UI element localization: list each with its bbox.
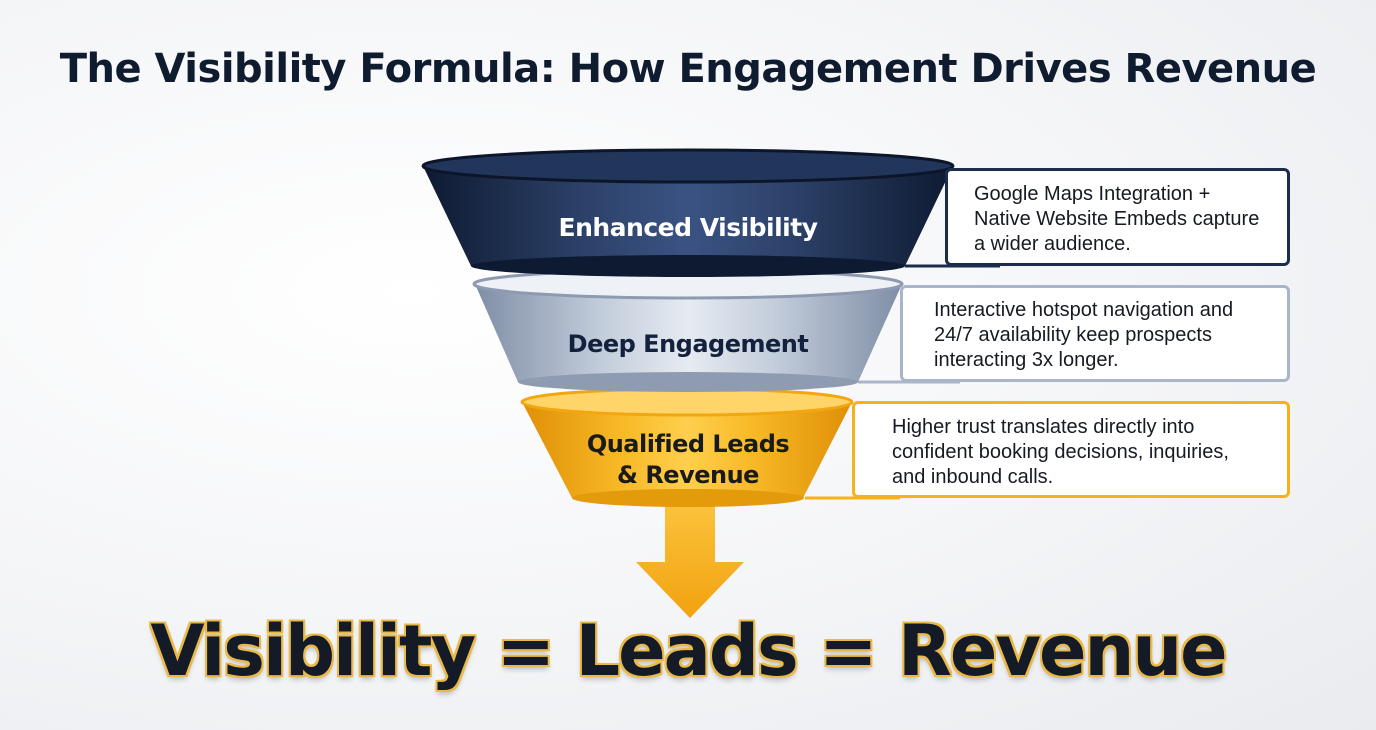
formula-headline: Visibility = Leads = Revenue: [150, 610, 1227, 692]
tier-label-deep-engagement: Deep Engagement: [488, 328, 888, 360]
description-line: Native Website Embeds capture: [974, 208, 1260, 230]
description-line: Interactive hotspot navigation and: [934, 299, 1234, 321]
description-line: confident booking decisions, inquiries,: [892, 441, 1229, 463]
funnel-tier-3: [520, 387, 854, 507]
tier-label-line: Qualified Leads: [586, 430, 790, 458]
description-box-deep-engagement: Interactive hotspot navigation and 24/7 …: [900, 285, 1290, 382]
tier-label-line: Enhanced Visibility: [558, 213, 819, 242]
description-line: and inbound calls.: [892, 466, 1054, 488]
tier-label-line: Deep Engagement: [567, 330, 809, 358]
description-box-qualified-leads: Higher trust translates directly into co…: [852, 401, 1290, 498]
description-line: 24/7 availability keep prospects: [934, 324, 1212, 346]
tier-label-qualified-leads: Qualified Leads & Revenue: [538, 429, 838, 491]
funnel-tier-2: [472, 268, 904, 392]
description-line: a wider audience.: [974, 233, 1131, 255]
description-line: Google Maps Integration +: [974, 183, 1211, 205]
tier-label-line: & Revenue: [617, 461, 759, 489]
description-line: interacting 3x longer.: [934, 349, 1119, 371]
page-title: The Visibility Formula: How Engagement D…: [59, 46, 1317, 92]
tier-label-enhanced-visibility: Enhanced Visibility: [488, 212, 888, 244]
description-line: Higher trust translates directly into: [892, 416, 1195, 438]
down-arrow-icon: [636, 505, 744, 618]
funnel-tier-1: [421, 148, 955, 277]
description-box-enhanced-visibility: Google Maps Integration + Native Website…: [945, 168, 1290, 266]
